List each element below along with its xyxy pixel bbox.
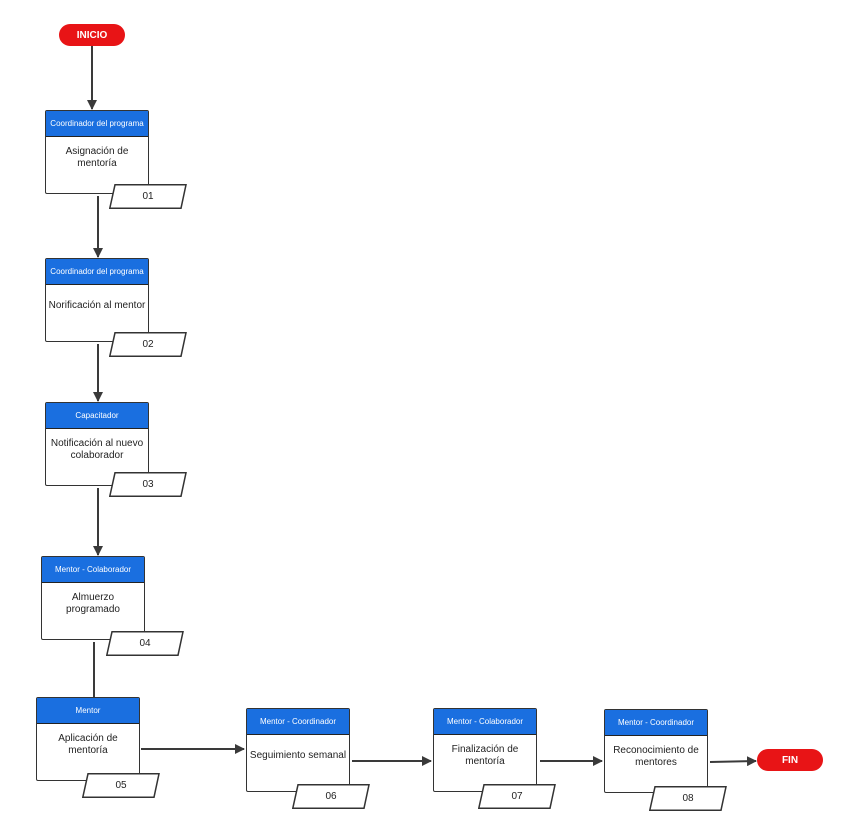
- step-title: Notificación al nuevo colaborador: [50, 437, 144, 461]
- step-role: Mentor - Coordinador: [247, 709, 349, 735]
- arrow-step-08-to-end: [709, 756, 757, 767]
- step-title: Aplicación de mentoría: [58, 732, 118, 756]
- step-number: 02: [142, 339, 154, 350]
- step-role: Capacitador: [46, 403, 148, 429]
- process-step-05: Mentor Aplicación de mentoría: [36, 697, 140, 781]
- process-step-07: Mentor - Colaborador Finalización de men…: [433, 708, 537, 792]
- process-step-08: Mentor - Coordinador Reconocimiento de m…: [604, 709, 708, 793]
- step-role: Coordinador del programa: [46, 111, 148, 137]
- step-role: Mentor - Colaborador: [434, 709, 536, 735]
- process-step-04: Mentor - Colaborador Almuerzo programado: [41, 556, 145, 640]
- step-number-tag: 06: [292, 784, 370, 809]
- step-title: Asignación de mentoría: [65, 145, 129, 169]
- step-role: Mentor - Coordinador: [605, 710, 707, 736]
- step-number: 01: [142, 191, 154, 202]
- step-number: 07: [511, 791, 523, 802]
- start-label: INICIO: [76, 29, 108, 41]
- step-title: Reconocimiento de mentores: [613, 744, 699, 768]
- step-number-tag: 01: [109, 184, 187, 209]
- step-number-tag: 05: [82, 773, 160, 798]
- step-number: 03: [142, 479, 154, 490]
- process-step-03: Capacitador Notificación al nuevo colabo…: [45, 402, 149, 486]
- step-title: Finalización de mentoría: [451, 743, 519, 767]
- step-number: 05: [115, 780, 127, 791]
- step-number-tag: 04: [106, 631, 184, 656]
- step-number-tag: 03: [109, 472, 187, 497]
- step-role: Mentor - Colaborador: [42, 557, 144, 583]
- end-terminal: FIN: [757, 749, 823, 771]
- start-terminal: INICIO: [59, 24, 125, 46]
- step-number: 08: [682, 793, 694, 804]
- process-step-02: Coordinador del programa Norificación al…: [45, 258, 149, 342]
- end-label: FIN: [781, 754, 799, 766]
- step-title: Seguimiento semanal: [249, 749, 347, 761]
- step-title: Norificación al mentor: [48, 299, 146, 311]
- step-role: Coordinador del programa: [46, 259, 148, 285]
- process-step-01: Coordinador del programa Asignación de m…: [45, 110, 149, 194]
- process-step-06: Mentor - Coordinador Seguimiento semanal: [246, 708, 350, 792]
- step-number: 06: [325, 791, 337, 802]
- step-number-tag: 07: [478, 784, 556, 809]
- step-number-tag: 02: [109, 332, 187, 357]
- step-number: 04: [139, 638, 151, 649]
- step-title: Almuerzo programado: [66, 591, 120, 615]
- step-number-tag: 08: [649, 786, 727, 811]
- step-role: Mentor: [37, 698, 139, 724]
